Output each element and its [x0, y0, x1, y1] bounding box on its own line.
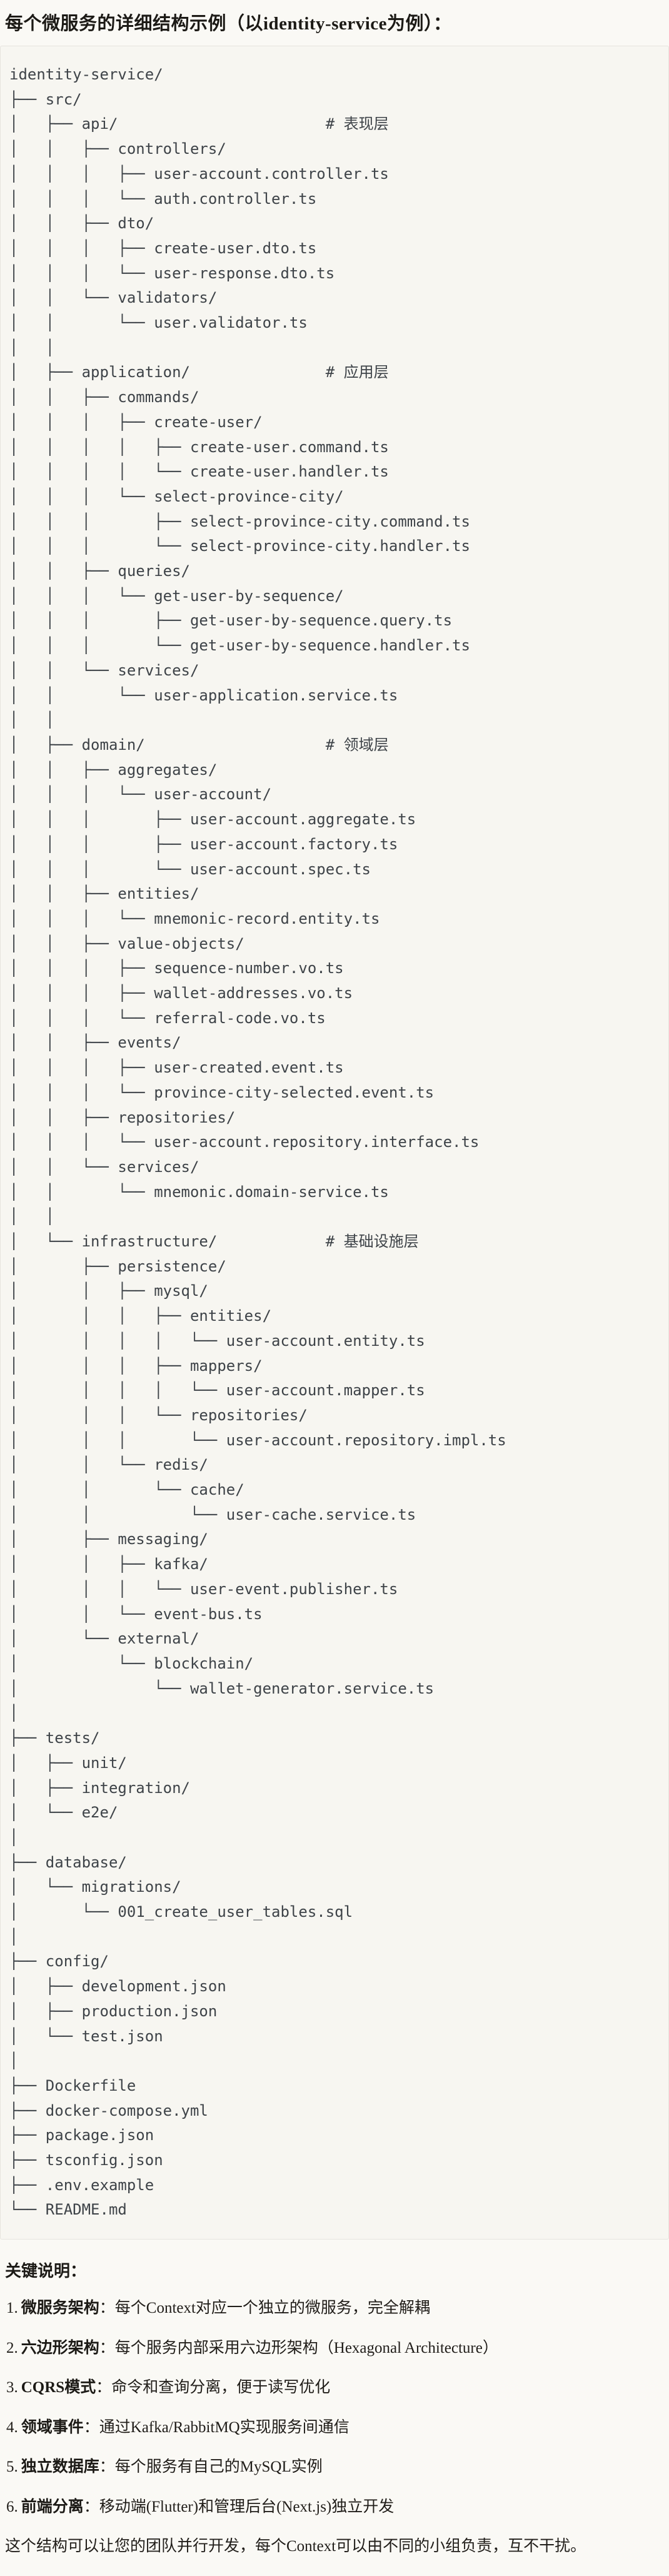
note-item: 6.前端分离：移动端(Flutter)和管理后台(Next.js)独立开发: [6, 2497, 663, 2518]
footer-paragraph: 这个结构可以让您的团队并行开发，每个Context可以由不同的小组负责，互不干扰…: [5, 2538, 586, 2555]
note-item: 3.CQRS模式：命令和查询分离，便于读写优化: [6, 2377, 663, 2398]
note-number: 6.: [6, 2498, 18, 2515]
note-item: 5.独立数据库：每个服务有自己的MySQL实例: [6, 2457, 663, 2478]
note-number: 5.: [6, 2458, 18, 2476]
note-term: 独立数据库: [21, 2458, 99, 2476]
note-text: ：每个服务有自己的MySQL实例: [99, 2458, 323, 2476]
note-text: ：命令和查询分离，便于读写优化: [96, 2379, 331, 2397]
note-item: 2.六边形架构：每个服务内部采用六边形架构（Hexagonal Architec…: [6, 2338, 663, 2359]
note-text: ：通过Kafka/RabbitMQ实现服务间通信: [83, 2418, 350, 2436]
note-text: ：每个服务内部采用六边形架构（Hexagonal Architecture）: [99, 2339, 498, 2356]
notes-heading: 关键说明：: [5, 2262, 87, 2281]
note-item: 4.领域事件：通过Kafka/RabbitMQ实现服务间通信: [6, 2417, 663, 2438]
notes-list: 1.微服务架构：每个Context对应一个独立的微服务，完全解耦 2.六边形架构…: [0, 2298, 669, 2517]
note-text: ：移动端(Flutter)和管理后台(Next.js)独立开发: [83, 2498, 395, 2515]
note-term: CQRS模式: [21, 2379, 96, 2397]
note-term: 六边形架构: [21, 2339, 99, 2356]
note-number: 3.: [6, 2379, 18, 2397]
note-item: 1.微服务架构：每个Context对应一个独立的微服务，完全解耦: [6, 2298, 663, 2319]
note-number: 1.: [6, 2300, 18, 2317]
file-tree-code-block: identity-service/ ├── src/ │ ├── api/ # …: [0, 46, 669, 2240]
note-text: ：每个Context对应一个独立的微服务，完全解耦: [99, 2300, 430, 2317]
note-term: 领域事件: [21, 2418, 84, 2436]
page-title: 每个微服务的详细结构示例（以identity-service为例）：: [5, 14, 452, 34]
note-term: 前端分离: [21, 2498, 84, 2515]
note-number: 4.: [6, 2418, 18, 2436]
note-term: 微服务架构: [21, 2300, 99, 2317]
note-number: 2.: [6, 2339, 18, 2356]
